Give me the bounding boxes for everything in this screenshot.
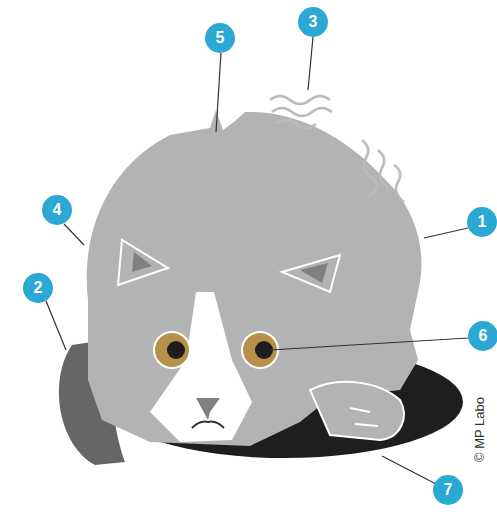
mouth [192,422,224,428]
cat-body [87,110,422,446]
left-pupil [167,341,185,359]
left-ear [118,240,168,285]
callout-number: 2 [34,279,43,297]
left-ear-inner [132,252,152,272]
left-eye [154,332,190,368]
callout-badge: 4 [42,195,72,225]
leader-lines [46,37,468,484]
right-ear-inner [300,263,328,283]
right-ear [282,255,340,292]
face-blaze [150,292,252,442]
shiver-lines [270,96,332,128]
callout-number: 6 [479,327,488,345]
callout-badge: 5 [205,23,235,53]
callout-number: 3 [309,13,318,31]
callout-badge: 2 [23,273,53,303]
callout-number: 4 [53,201,62,219]
callout-number: 5 [216,29,225,47]
copyright-note: © MP Labo [472,397,487,462]
callout-badge: 7 [433,475,463,505]
shiver-lines [362,140,404,202]
callout-number: 1 [478,213,487,231]
paw [310,382,404,440]
callout-badge: 6 [468,321,497,351]
callout-badge: 1 [467,207,497,237]
paw-lines [350,408,378,426]
callout-badge: 3 [298,7,328,37]
nose [196,398,220,420]
callout-number: 7 [444,481,453,499]
